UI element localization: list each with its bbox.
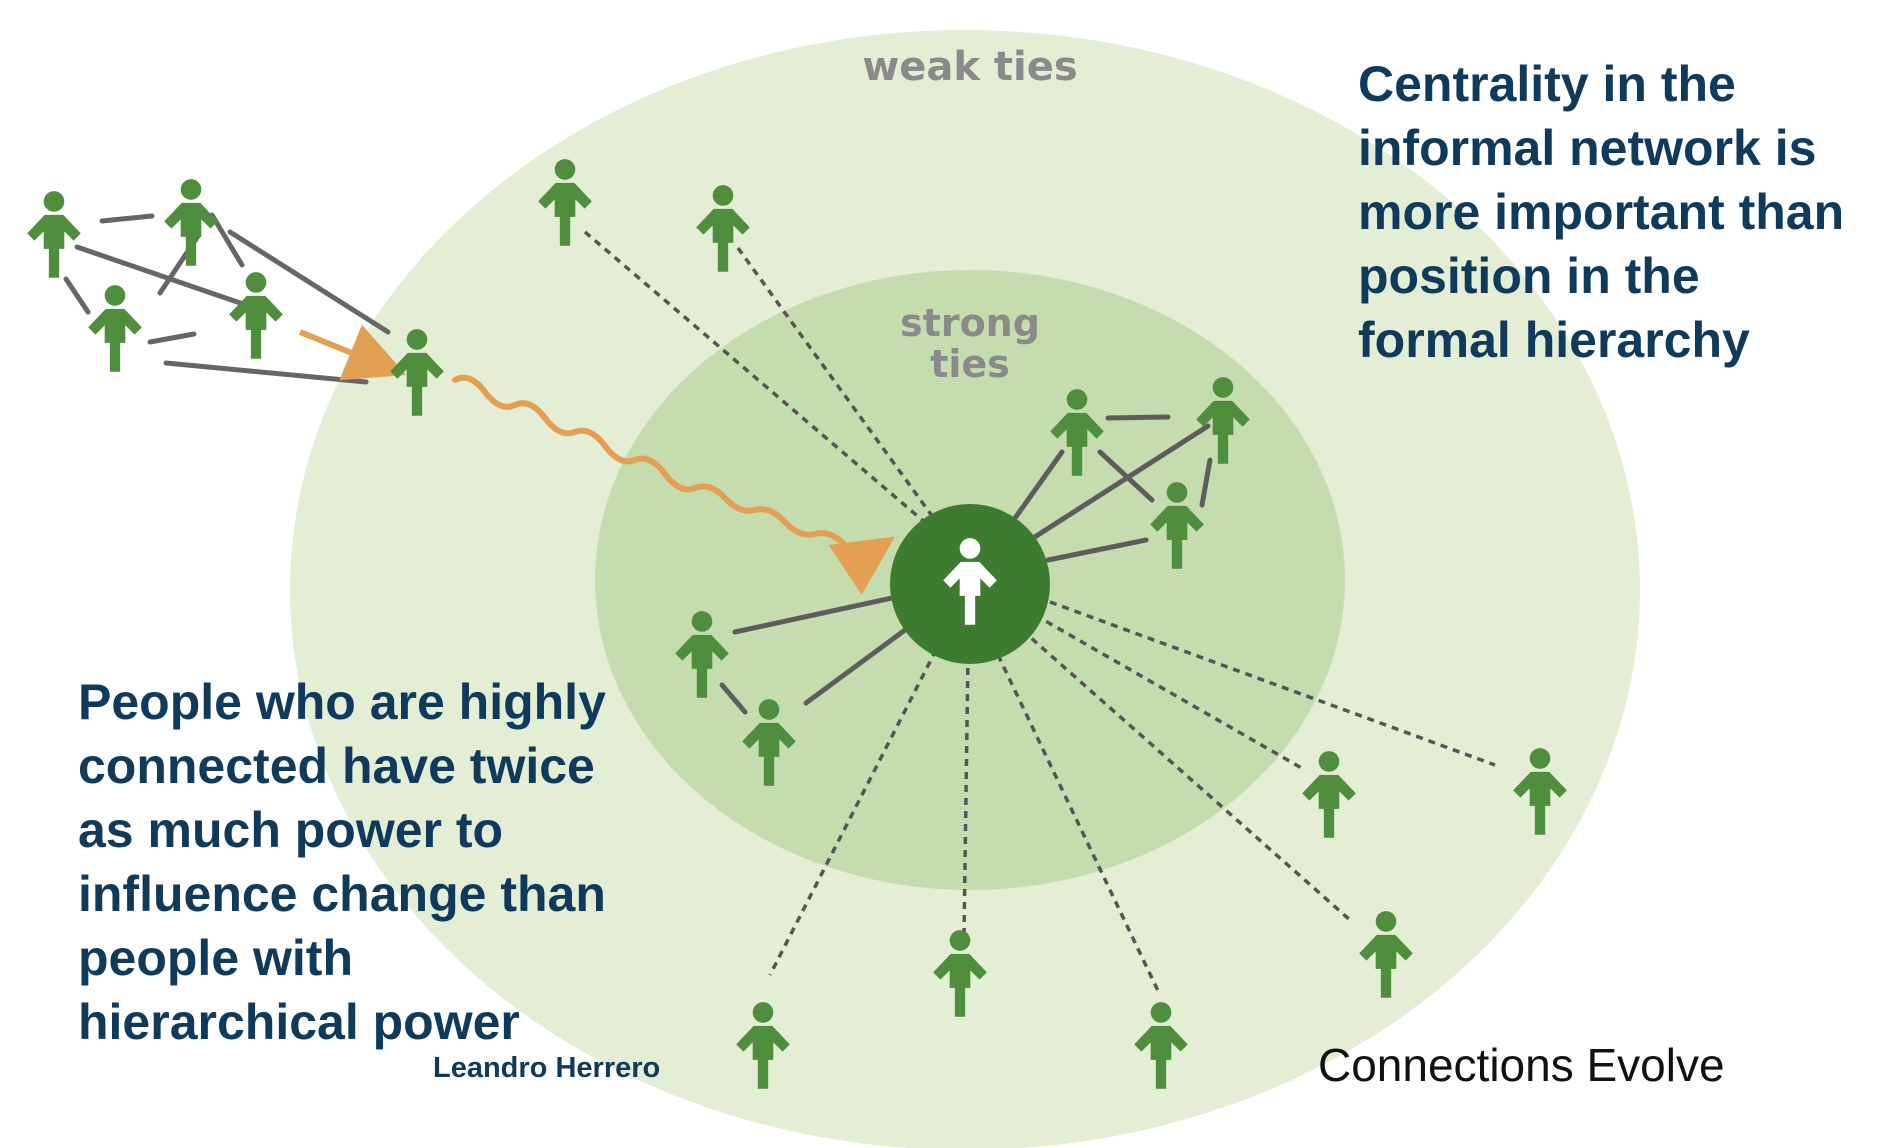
centrality-note: Centrality in the informal network is mo… [1358, 56, 1845, 368]
person-icon [88, 285, 142, 372]
weak-ties-label: weak ties [862, 44, 1077, 90]
strong-tie-links [719, 414, 1213, 715]
author-attribution: Leandro Herrero [433, 1052, 661, 1084]
weak-tie-links [583, 230, 1496, 996]
cluster-links [63, 212, 391, 385]
source-credit: Connections Evolve [1318, 1039, 1725, 1091]
influence-arrow [452, 374, 895, 595]
strong-ties-label-line1: strong [900, 301, 1040, 345]
person-icon [27, 191, 81, 278]
influence-note: People who are highly connected have twi… [78, 674, 606, 1050]
person-icon [229, 272, 283, 359]
strong-ties-label-line2: ties [930, 342, 1010, 386]
person-icon [164, 179, 218, 266]
influence-arrow-short [298, 324, 407, 381]
